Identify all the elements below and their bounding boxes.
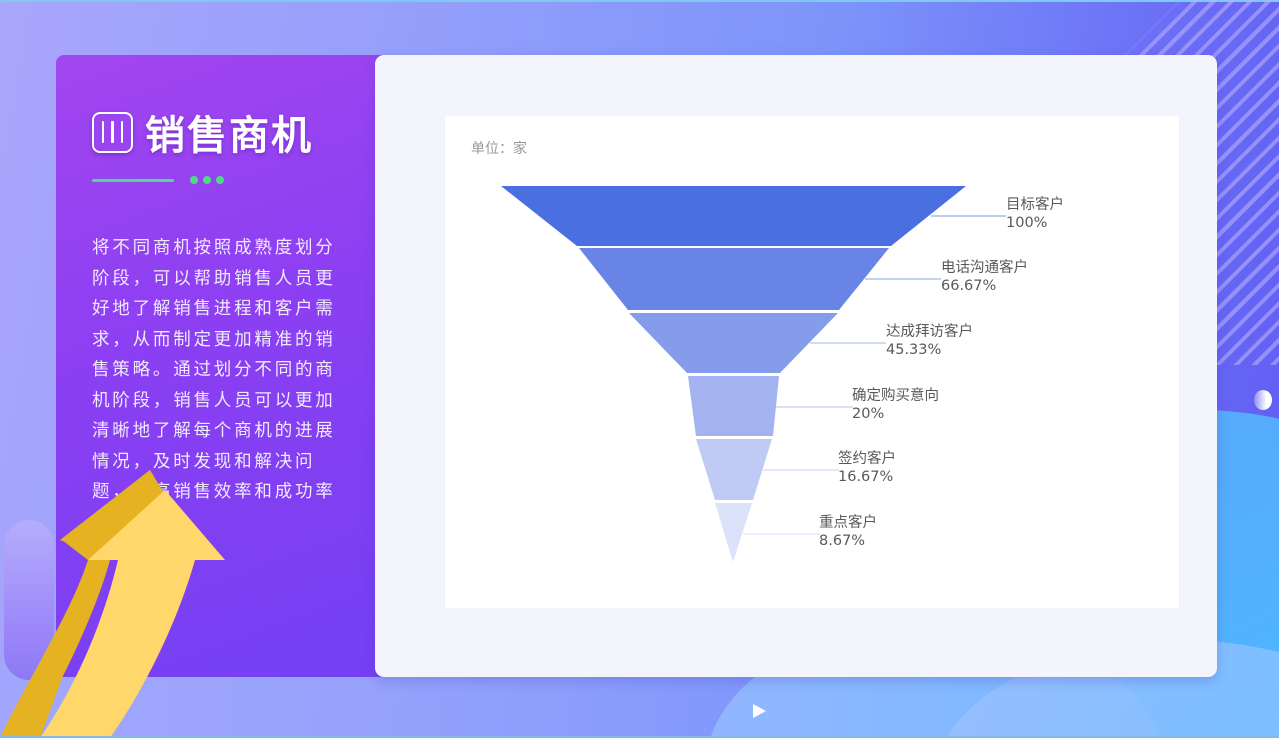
info-panel: 销售商机 将不同商机按照成熟度划分阶段，可以帮助销售人员更好地了解销售进程和客户… (56, 55, 386, 677)
divider-dots (190, 176, 224, 184)
bar-columns-icon (92, 111, 133, 153)
funnel-label: 签约客户 16.67% (838, 451, 896, 486)
decor-triangle-icon (753, 704, 766, 718)
category-label: 确定购买意向 (852, 388, 939, 404)
funnel-segment[interactable] (696, 439, 772, 500)
panel-title: 销售商机 (145, 113, 313, 159)
funnel-label: 确定购买意向 20% (852, 388, 939, 423)
top-border (0, 0, 1279, 2)
chart-card: 单位：家 目标客户 100% 电话沟通客户 66.67% 达成拜访客户 (375, 55, 1217, 677)
growth-arrow-icon (0, 470, 225, 738)
funnel-label: 达成拜访客户 45.33% (886, 324, 973, 359)
value-label: 66.67% (941, 277, 997, 294)
funnel-segment[interactable] (715, 503, 752, 562)
funnel-chart: 单位：家 目标客户 100% 电话沟通客户 66.67% 达成拜访客户 (445, 116, 1179, 608)
divider-line (92, 178, 174, 182)
category-label: 重点客户 (819, 515, 877, 531)
category-label: 电话沟通客户 (941, 260, 1028, 276)
funnel-segment[interactable] (629, 313, 838, 373)
decor-bottom-band (0, 676, 1279, 738)
funnel-label: 目标客户 100% (1006, 197, 1064, 232)
funnel-label: 重点客户 8.67% (819, 515, 877, 550)
category-label: 签约客户 (838, 451, 896, 467)
value-label: 16.67% (838, 468, 894, 485)
value-label: 100% (1006, 214, 1048, 231)
decor-circle (1254, 390, 1272, 410)
panel-header: 销售商机 (92, 103, 313, 161)
value-label: 45.33% (886, 341, 942, 358)
funnel-plot (501, 186, 1006, 562)
funnel-segment[interactable] (501, 186, 966, 246)
category-label: 目标客户 (1006, 197, 1064, 213)
bottom-border (0, 736, 1279, 738)
funnel-label: 电话沟通客户 66.67% (941, 260, 1028, 295)
panel-description: 将不同商机按照成熟度划分阶段，可以帮助销售人员更好地了解销售进程和客户需求，从而… (92, 238, 336, 502)
value-label: 8.67% (819, 532, 866, 549)
title-divider (92, 176, 224, 184)
funnel-segment[interactable] (579, 248, 889, 310)
unit-label: 单位：家 (471, 141, 527, 157)
value-label: 20% (852, 405, 885, 422)
category-label: 达成拜访客户 (886, 324, 973, 340)
funnel-segment[interactable] (688, 376, 779, 436)
